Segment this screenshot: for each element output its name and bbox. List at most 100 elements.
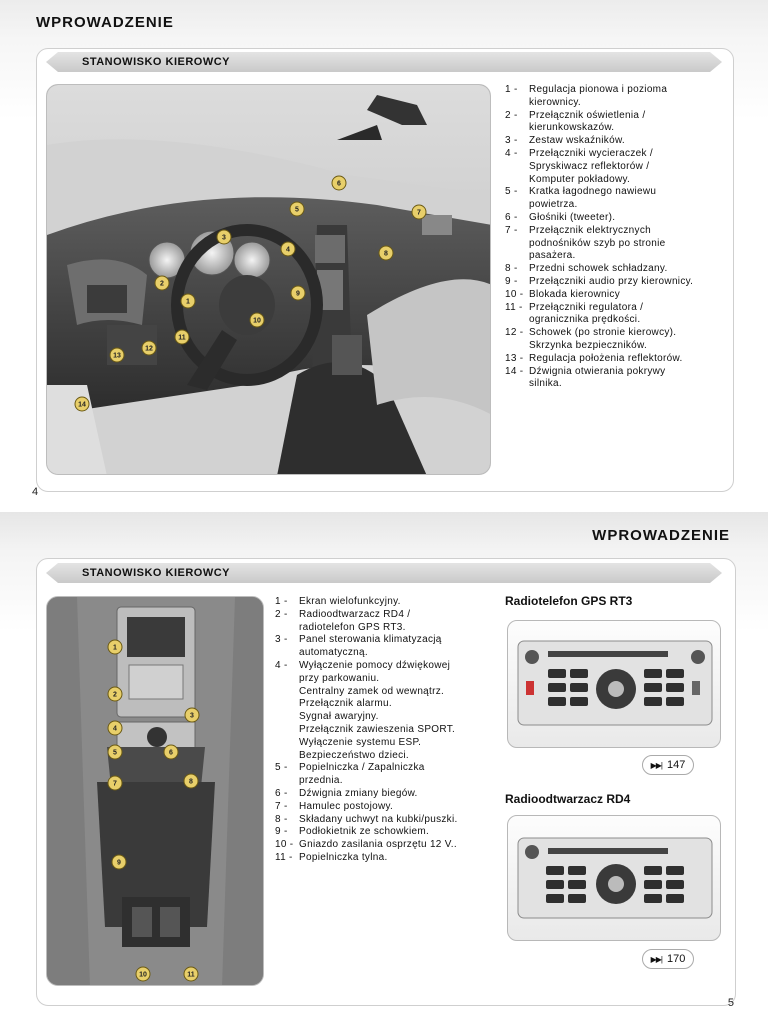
legend-number [275, 698, 299, 711]
legend-text: Składany uchwyt na kubki/puszki. [299, 813, 458, 825]
callout-marker [289, 201, 305, 217]
callout-number: 7 [113, 781, 117, 788]
legend-text: Podłokietnik ze schowkiem. [299, 826, 430, 838]
callout-number: 2 [160, 281, 164, 288]
legend-item: Centralny zamek od wewnątrz. [275, 686, 490, 699]
section-banner: STANOWISKO KIEROWCY [46, 52, 722, 72]
legend-text: ogranicznika prędkości. [529, 314, 641, 326]
callout-marker [163, 744, 179, 760]
legend-item: 9 -Przełączniki audio przy kierownicy. [505, 276, 725, 289]
legend-number: 13 - [505, 352, 524, 364]
callout-number: 8 [189, 779, 193, 786]
legend-item: 5 -Kratka łagodnego nawiewu [505, 186, 725, 199]
legend-number [275, 686, 299, 699]
legend-item: 9 -Podłokietnik ze schowkiem. [275, 826, 490, 839]
legend-number [505, 174, 529, 187]
page-number: 5 [727, 997, 734, 1009]
page-reference: 170 [667, 953, 686, 965]
callout-marker [411, 204, 427, 220]
fast-forward-icon: ▶▶| [650, 954, 663, 964]
legend-number: 6 - [275, 787, 288, 799]
legend-item: przy parkowaniu. [275, 673, 490, 686]
legend-number [505, 314, 529, 327]
legend-item: 11 - Popielniczka tylna. [275, 852, 490, 865]
callout-number: 1 [186, 299, 190, 306]
legend-number [505, 122, 529, 135]
callout-marker [280, 241, 296, 257]
page-title: WPROWADZENIE [36, 14, 174, 31]
page-reference-badge[interactable]: ▶▶| 147 [642, 755, 694, 775]
callout-number: 4 [286, 247, 290, 254]
radio-rd4-illustration [517, 837, 713, 919]
callout-number: 14 [78, 402, 86, 409]
legend-text: Blokada kierownicy [529, 288, 620, 300]
legend-text: Skrzynka bezpieczników. [529, 339, 648, 351]
callout-marker [107, 639, 123, 655]
legend-text: kierunkowskazów. [529, 122, 615, 134]
legend-item: Przełącznik zawieszenia SPORT. [275, 724, 490, 737]
legend-text: Popielniczka tylna. [299, 851, 388, 863]
legend-number: 12 - [505, 327, 524, 339]
legend-text: Centralny zamek od wewnątrz. [299, 685, 445, 697]
callout-number: 10 [139, 972, 147, 979]
legend-number: 7 - [505, 224, 518, 236]
legend-item: Bezpieczeństwo dzieci. [275, 750, 490, 763]
legend-item: 3 -Zestaw wskaźników. [505, 135, 725, 148]
legend-text: Przełącznik alarmu. [299, 698, 392, 710]
legend-number [275, 737, 299, 750]
legend-item: 5 -Popielniczka / Zapalniczka [275, 762, 490, 775]
callout-number: 11 [187, 972, 195, 979]
section-title: STANOWISKO KIEROWCY [82, 56, 231, 68]
legend-number: 11 - [505, 301, 523, 313]
radio-rd4-panel [507, 815, 721, 941]
legend-text: Wyłączenie systemu ESP. [299, 736, 422, 748]
callout-marker [141, 340, 157, 356]
callout-marker [111, 854, 127, 870]
callout-marker [154, 275, 170, 291]
callout-number: 7 [417, 210, 421, 217]
legend-number [505, 199, 529, 212]
legend-text: silnika. [529, 378, 562, 390]
callout-number: 6 [169, 750, 173, 757]
legend-number: 11 - [275, 851, 293, 863]
legend-number: 6 - [505, 211, 518, 223]
legend-list: 1 -Ekran wielofunkcyjny.2 -Radioodtwarza… [275, 596, 490, 865]
manual-page-4: WPROWADZENIE STANOWISKO KIEROWCY [0, 0, 768, 512]
legend-text: Regulacja pionowa i pozioma [529, 84, 668, 95]
legend-item: pasażera. [505, 250, 725, 263]
legend-number [275, 711, 299, 724]
legend-text: Przedni schowek schładzany. [529, 263, 668, 275]
callout-marker [290, 285, 306, 301]
legend-text: Komputer pokładowy. [529, 173, 631, 185]
callout-marker [183, 773, 199, 789]
legend-item: 4 -Przełączniki wycieraczek / [505, 148, 725, 161]
callout-marker [378, 245, 394, 261]
legend-text: przy parkowaniu. [299, 672, 380, 684]
legend-item: 14 -Dźwignia otwierania pokrywy [505, 366, 725, 379]
legend-text: Panel sterowania klimatyzacją [299, 634, 442, 646]
fast-forward-icon: ▶▶| [650, 760, 663, 770]
legend-item: kierunkowskazów. [505, 122, 725, 135]
legend-item: 6 - Dźwignia zmiany biegów. [275, 788, 490, 801]
legend-item: silnika. [505, 378, 725, 391]
legend-item: kierownicy. [505, 97, 725, 110]
callout-number: 8 [384, 251, 388, 258]
legend-number [505, 340, 529, 353]
legend-item: Komputer pokładowy. [505, 174, 725, 187]
legend-text: Gniazdo zasilania osprzętu 12 V.. [299, 839, 457, 851]
legend-text: Głośniki (tweeter). [529, 211, 616, 223]
legend-item: 11 -Przełączniki regulatora / [505, 302, 725, 315]
legend-text: Przełączniki audio przy kierownicy. [529, 275, 694, 287]
page-reference-badge[interactable]: ▶▶| 170 [642, 949, 694, 969]
callout-number: 5 [113, 750, 117, 757]
legend-item: 8 -Przedni schowek schładzany. [505, 263, 725, 276]
legend-number [275, 647, 299, 660]
page-number: 4 [32, 486, 39, 498]
legend-number [505, 238, 529, 251]
callout-marker [109, 347, 125, 363]
legend-text: Dźwignia zmiany biegów. [299, 787, 418, 799]
legend-item: Sygnał awaryjny. [275, 711, 490, 724]
